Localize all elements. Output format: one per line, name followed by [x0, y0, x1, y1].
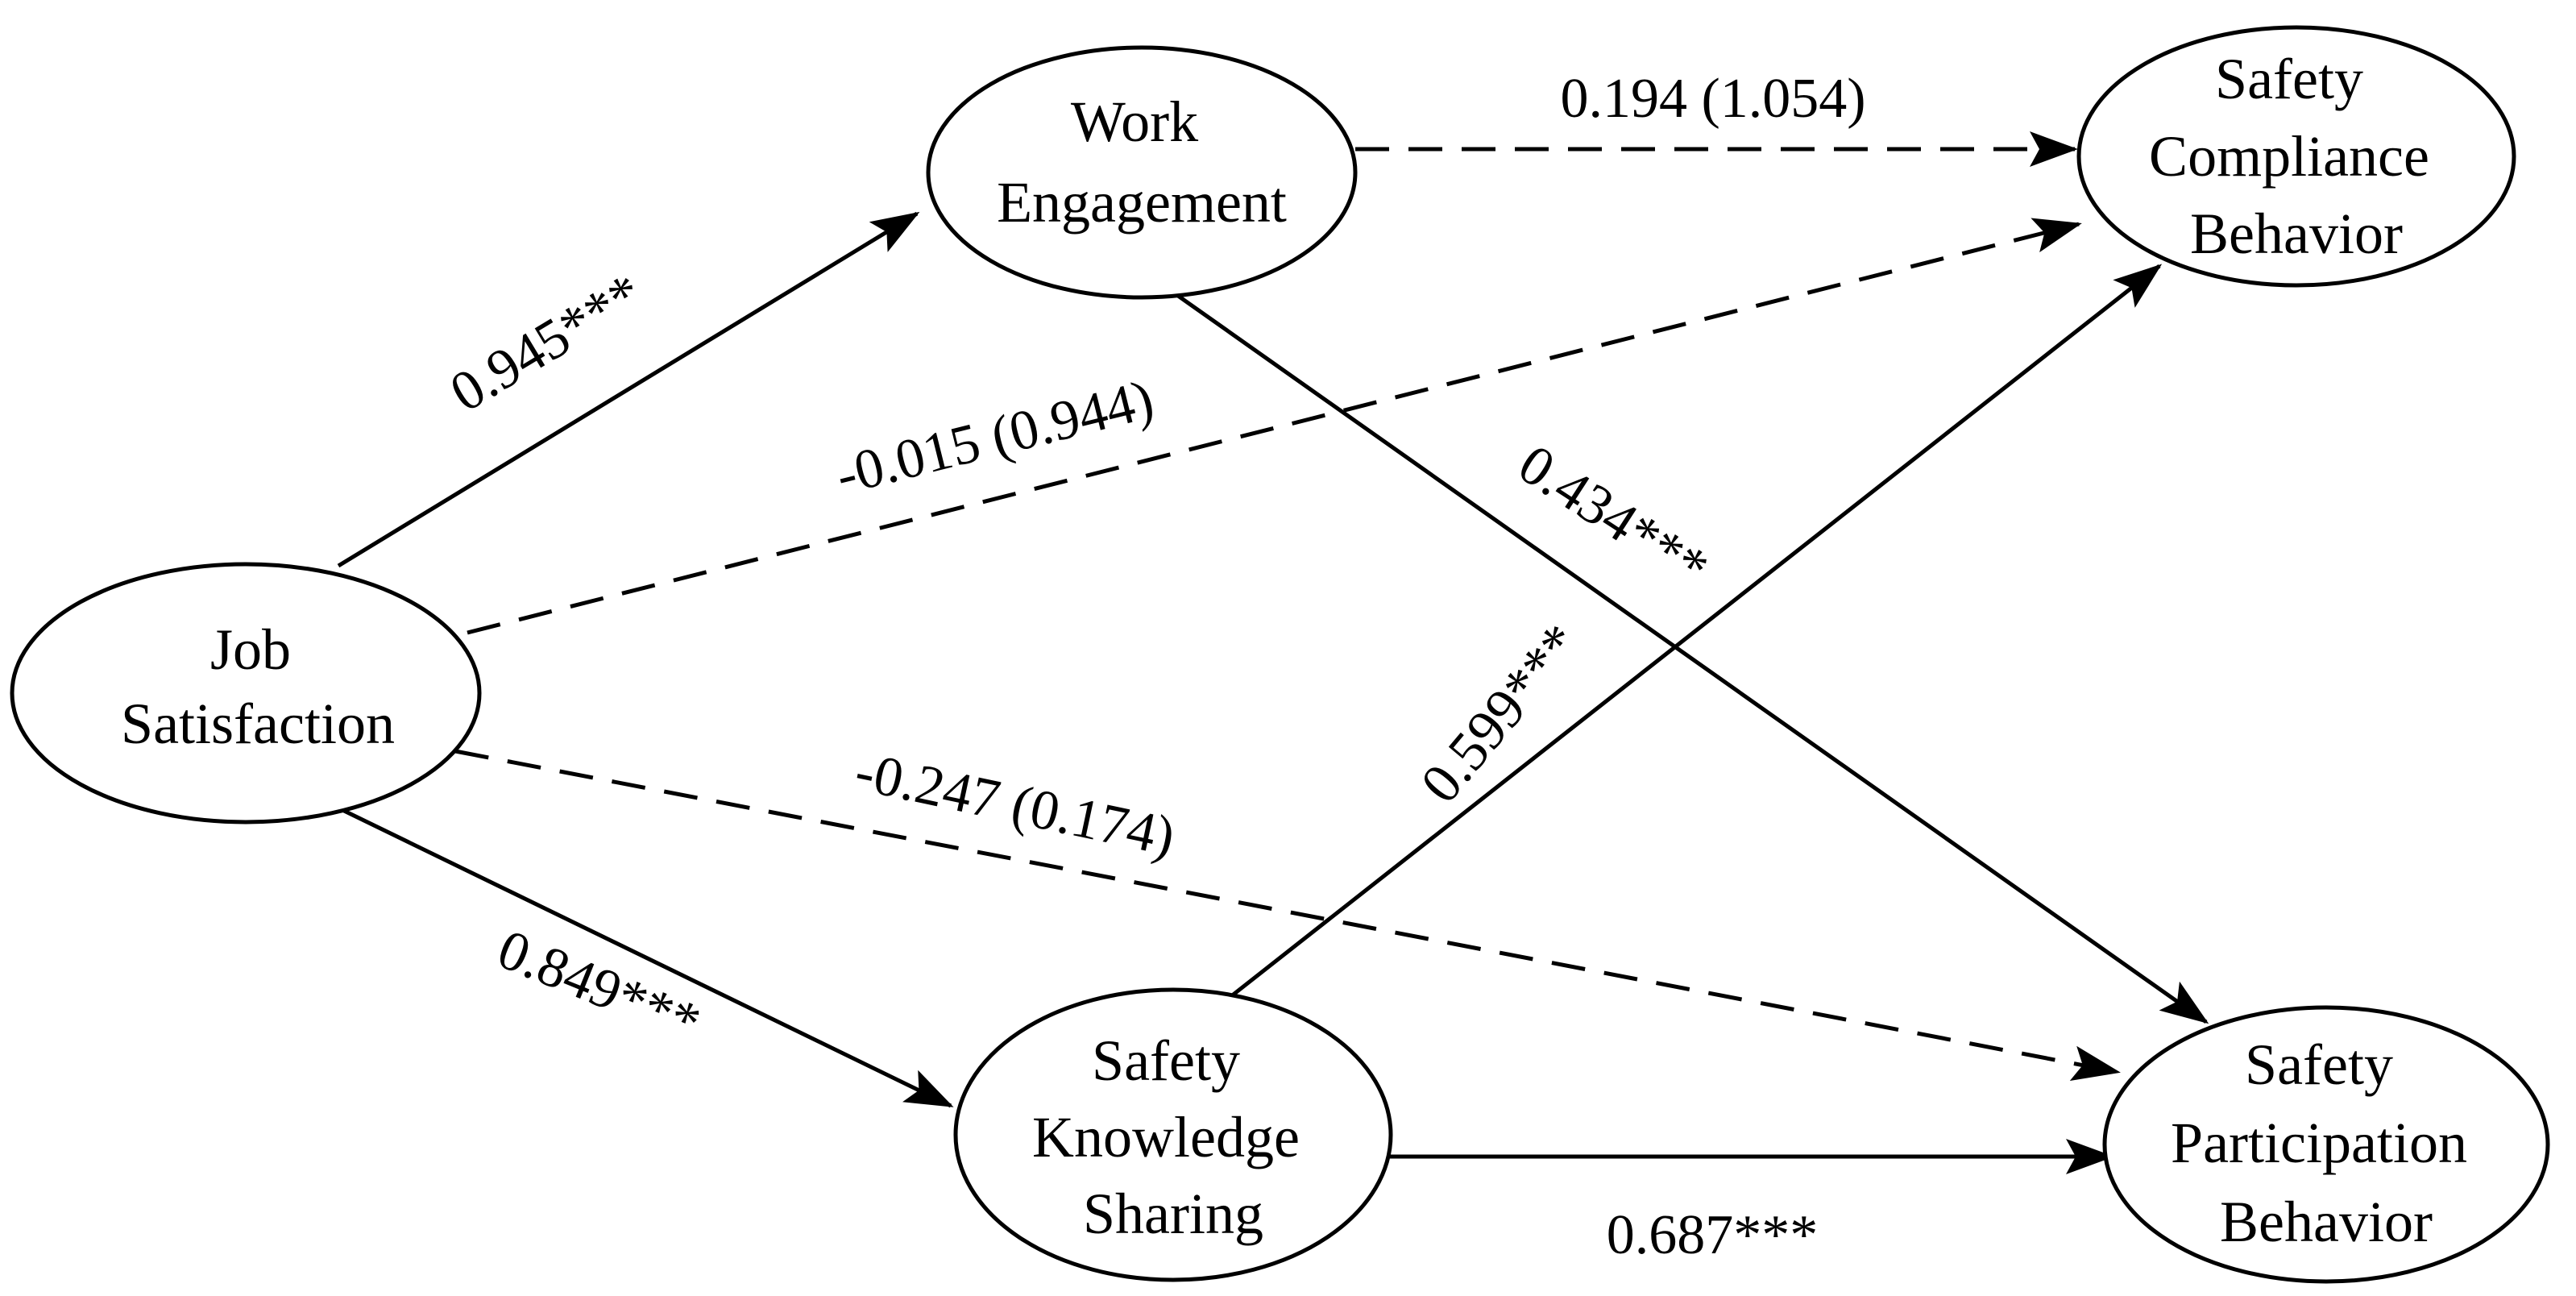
- node-label-line: Participation: [2171, 1111, 2467, 1175]
- edge-job-satisfaction-to-work-engagement: [337, 211, 920, 568]
- svg-text:Work Engagement: Work Engagement: [997, 89, 1287, 235]
- svg-text:Safety Participation: Safety Participation Behavior: [2171, 1032, 2482, 1254]
- node-label-line: Safety: [2215, 47, 2363, 111]
- coefficient-label-job-satisfaction-to-safety-participation-behavior: -0.247 (0.174): [850, 740, 1180, 868]
- node-label-line: Sharing: [1083, 1182, 1263, 1246]
- node-label-line: Safety: [2245, 1032, 2393, 1097]
- node-work-engagement: Work Engagement: [926, 45, 1358, 300]
- edge-safety-knowledge-sharing-to-safety-compliance-behavior: [1207, 264, 2163, 1016]
- node-label-line: Engagement: [997, 170, 1287, 235]
- coefficient-label-job-satisfaction-to-work-engagement: 0.945***: [440, 262, 653, 424]
- coefficient-label-work-engagement-to-safety-participation-behavior: 0.434***: [1508, 433, 1719, 600]
- node-safety-compliance-behavior: Safety Compliance Behavior: [2076, 25, 2516, 288]
- edge-job-satisfaction-to-safety-compliance-behavior: [467, 218, 2082, 635]
- coefficient-label-job-satisfaction-to-safety-knowledge-sharing: 0.849***: [489, 918, 708, 1055]
- node-safety-knowledge-sharing: Safety Knowledge Sharing: [953, 987, 1393, 1282]
- node-job-satisfaction: Job Satisfaction: [10, 562, 482, 825]
- svg-text:Job Satisfaction: Job Satisfaction: [121, 617, 395, 756]
- node-safety-participation-behavior: Safety Participation Behavior: [2102, 1005, 2550, 1284]
- node-label-line: Work: [1071, 89, 1198, 154]
- svg-text:Safety Compliance: Safety Compliance Behavior: [2149, 47, 2444, 266]
- node-label-line: Safety: [1092, 1028, 1240, 1093]
- edge-job-satisfaction-to-safety-knowledge-sharing: [341, 808, 954, 1108]
- edge-job-satisfaction-to-safety-participation-behavior: [454, 749, 2121, 1081]
- node-label-line: Knowledge: [1032, 1105, 1300, 1169]
- node-label-line: Behavior: [2190, 201, 2403, 266]
- node-label-line: Compliance: [2149, 124, 2429, 189]
- node-label-line: Behavior: [2220, 1190, 2433, 1254]
- svg-text:Safety Knowledge S: Safety Knowledge Sharing: [1032, 1028, 1314, 1246]
- coefficient-label-work-engagement-to-safety-compliance-behavior: 0.194 (1.054): [1560, 68, 1865, 130]
- edge-work-engagement-to-safety-participation-behavior: [1163, 284, 2209, 1024]
- coefficient-label-job-satisfaction-to-safety-compliance-behavior: -0.015 (0.944): [830, 368, 1159, 507]
- coefficient-label-safety-knowledge-sharing-to-safety-participation-behavior: 0.687***: [1607, 1204, 1819, 1266]
- node-label-line: Job: [210, 617, 291, 682]
- node-label-line: Satisfaction: [121, 692, 395, 756]
